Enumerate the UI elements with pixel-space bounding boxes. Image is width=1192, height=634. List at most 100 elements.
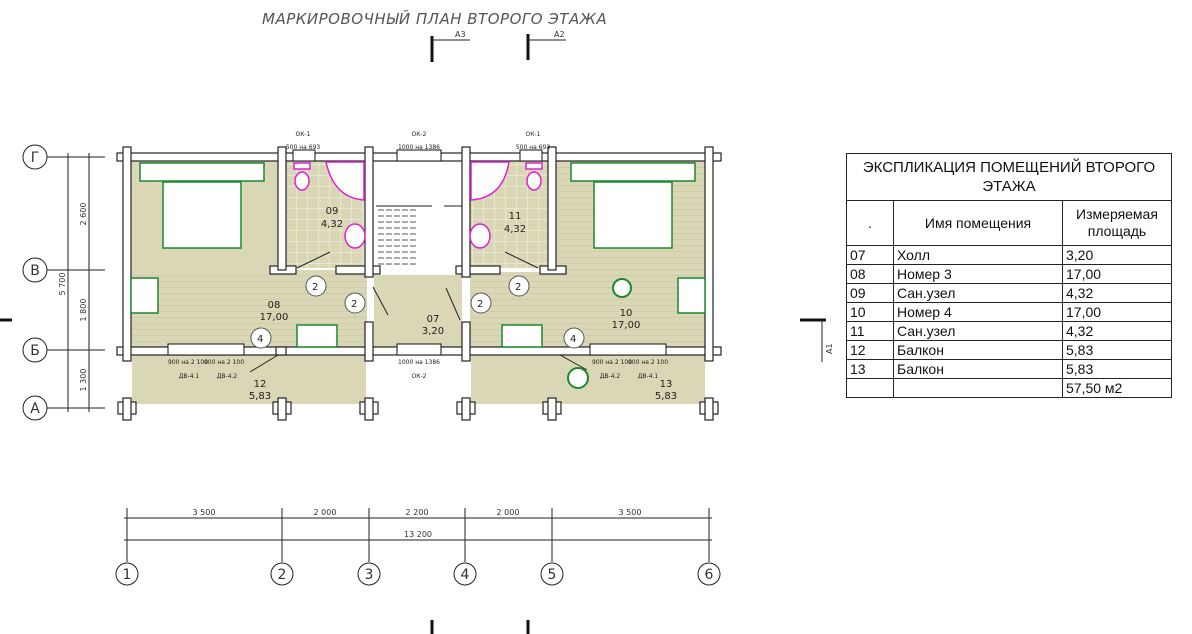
col-header-area: Измеряемая площадь: [1062, 200, 1172, 246]
svg-text:4: 4: [461, 567, 470, 583]
stairs: [376, 205, 462, 268]
col-header-name: Имя помещения: [893, 200, 1063, 246]
room-schedule-table: ЭКСПЛИКАЦИЯ ПОМЕЩЕНИЙ ВТОРОГО ЭТАЖА . Им…: [846, 153, 1172, 398]
section-mark-a2: А2: [526, 30, 566, 634]
window-mark: ОК-1: [296, 131, 311, 138]
door-mark: ДВ-4.1: [179, 373, 200, 380]
shower-icon: [470, 161, 510, 201]
svg-text:5 700: 5 700: [58, 273, 67, 296]
room-12-num: 12: [254, 379, 267, 390]
room-07-num: 07: [427, 314, 440, 325]
svg-text:2 000: 2 000: [314, 508, 337, 517]
door-tag: 2: [344, 292, 366, 314]
sink-icon: [469, 223, 491, 249]
room-07-area: 3,20: [422, 326, 444, 337]
door-mark: ДВ-4.2: [217, 373, 238, 380]
svg-text:4: 4: [570, 334, 576, 345]
column-axes: 1 2 3 4 5 6 3 500 2 000 2 200 2 000 3 500 13 2…: [115, 508, 721, 586]
section-mark-a1: А1: [0, 318, 834, 362]
svg-text:А2: А2: [554, 30, 565, 39]
room-11-area: 4,32: [504, 224, 526, 235]
svg-text:2 200: 2 200: [406, 508, 429, 517]
svg-text:2: 2: [278, 567, 287, 583]
windows: [167, 149, 667, 356]
svg-text:2: 2: [515, 282, 521, 293]
door-tag: 2: [508, 275, 530, 297]
svg-text:2 600: 2 600: [79, 203, 88, 226]
room-10-area: 17,00: [612, 320, 641, 331]
room-13-num: 13: [660, 379, 673, 390]
window-size: 1000 на 1386: [398, 144, 440, 151]
svg-text:1: 1: [123, 567, 132, 583]
svg-text:Б: Б: [30, 343, 40, 359]
svg-text:6: 6: [705, 567, 714, 583]
svg-text:А3: А3: [455, 30, 466, 39]
svg-text:А: А: [30, 401, 40, 417]
total-area: 57,50 м2: [1062, 378, 1172, 398]
svg-text:2: 2: [312, 282, 318, 293]
desk: [501, 324, 543, 348]
window-size: 500 на 693: [286, 144, 321, 151]
room-13-area: 5,83: [655, 391, 677, 402]
svg-text:3 500: 3 500: [619, 508, 642, 517]
door-size: 900 на 2 100: [204, 359, 244, 366]
svg-text:1 800: 1 800: [79, 299, 88, 322]
plant-icon: [567, 367, 589, 389]
svg-text:Г: Г: [31, 150, 40, 166]
nightstand: [130, 277, 159, 314]
toilet-icon: [293, 162, 311, 191]
svg-text:3: 3: [365, 567, 374, 583]
door-mark: ДВ-4.1: [638, 373, 659, 380]
room-11-num: 11: [509, 211, 522, 222]
window-size: 1000 на 1386: [398, 359, 440, 366]
room-08-num: 08: [268, 300, 281, 311]
room-09-num: 09: [326, 206, 339, 217]
door-mark: ДВ-4.2: [600, 373, 621, 380]
window-size: 500 на 693: [516, 144, 551, 151]
section-mark-a3: А3: [430, 30, 470, 634]
room-10-num: 10: [620, 308, 633, 319]
desk: [296, 324, 338, 348]
table-caption: ЭКСПЛИКАЦИЯ ПОМЕЩЕНИЙ ВТОРОГО ЭТАЖА: [846, 153, 1172, 201]
svg-text:1 300: 1 300: [79, 369, 88, 392]
room-12-balcony: [132, 355, 366, 404]
sink-icon: [344, 223, 366, 249]
svg-text:2 000: 2 000: [497, 508, 520, 517]
door-tag: 2: [470, 292, 492, 314]
window-mark: ОК-2: [412, 373, 427, 380]
door-size: 900 на 2 100: [592, 359, 632, 366]
plant-icon: [612, 278, 632, 298]
svg-text:2: 2: [477, 299, 483, 310]
bed-right: [570, 162, 696, 249]
bed-left: [139, 162, 265, 249]
svg-text:5: 5: [548, 567, 557, 583]
doors: [249, 251, 588, 373]
room-07: [374, 275, 462, 347]
door-size: 900 на 2 100: [168, 359, 208, 366]
svg-text:3 500: 3 500: [193, 508, 216, 517]
door-size: 900 на 2 100: [628, 359, 668, 366]
row-axes: Г В Б А 2 600 1 800 1 300 5 700: [22, 144, 105, 421]
svg-text:4: 4: [257, 334, 263, 345]
toilet-icon: [525, 162, 543, 191]
svg-text:В: В: [30, 263, 40, 279]
svg-text:А1: А1: [825, 343, 834, 354]
svg-text:13 200: 13 200: [404, 530, 432, 539]
door-tag: 4: [563, 327, 585, 349]
door-tag: 2: [305, 275, 327, 297]
door-tag: 4: [250, 327, 272, 349]
plan-title: МАРКИРОВОЧНЫЙ ПЛАН ВТОРОГО ЭТАЖА: [262, 9, 607, 28]
room-09-area: 4,32: [321, 219, 343, 230]
window-mark: ОК-2: [412, 131, 427, 138]
nightstand: [677, 277, 706, 314]
col-header-num: .: [846, 200, 894, 246]
room-12-area: 5,83: [249, 391, 271, 402]
shower-icon: [325, 161, 365, 201]
